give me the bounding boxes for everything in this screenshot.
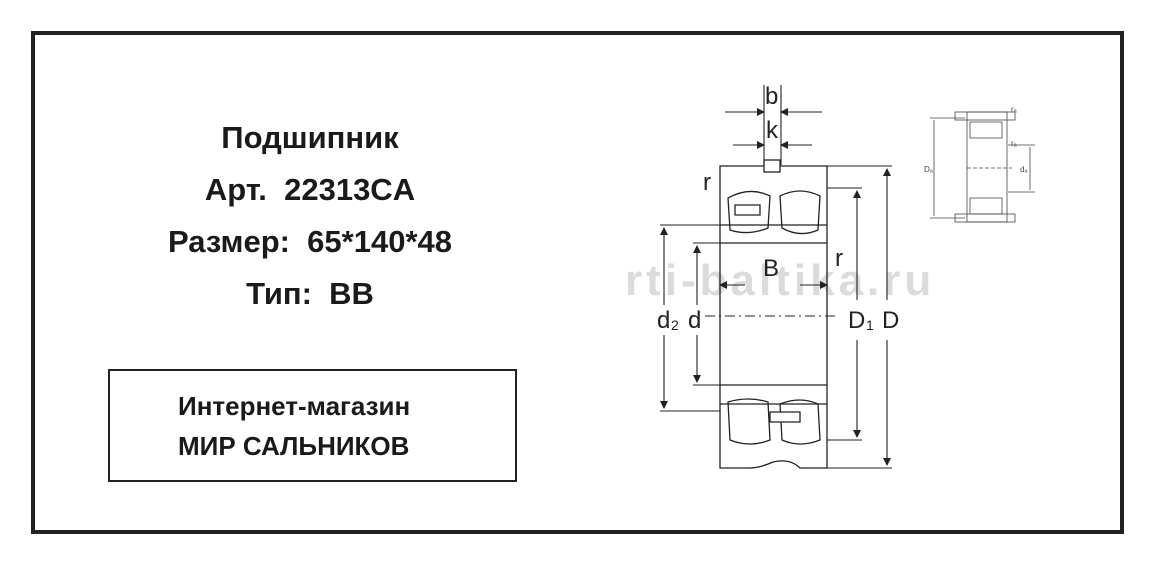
watermark: rti-baltika.ru <box>625 256 936 305</box>
bearing-cross-section <box>719 159 828 469</box>
shop-line-1: Интернет-магазин <box>178 391 411 421</box>
mini-label-Da: Dₐ <box>924 165 934 174</box>
label-d2-sub: 2 <box>671 317 679 333</box>
label-d: d <box>688 307 701 334</box>
label-D1-sub: 1 <box>866 317 874 333</box>
mini-label-da: dₐ <box>1020 165 1028 174</box>
mini-label-ra-2: rₐ <box>1011 139 1018 148</box>
dimension-labels: b k r r B d 2 d D 1 D <box>657 83 899 334</box>
mini-labels: rₐ rₐ Dₐ dₐ <box>924 105 1028 174</box>
label-k: k <box>766 117 779 144</box>
label-r-right: r <box>835 245 843 272</box>
label-B: B <box>763 255 779 282</box>
label-r-top: r <box>703 169 711 196</box>
product-article: Арт. 22313CA <box>204 172 416 207</box>
outer-frame <box>31 31 1124 534</box>
label-b: b <box>765 83 778 110</box>
product-size: Размер: 65*140*48 <box>168 224 452 259</box>
mini-mounting-drawing <box>930 111 1035 223</box>
product-title: Подшипник <box>221 120 399 155</box>
product-info: Подшипник Арт. 22313CA Размер: 65*140*48… <box>120 112 500 320</box>
shop-line-2: МИР САЛЬНИКОВ <box>178 431 410 461</box>
dimension-lines <box>660 85 892 469</box>
mini-label-ra-1: rₐ <box>1011 105 1018 114</box>
label-D1: D <box>848 307 865 334</box>
shop-box: Интернет-магазин МИР САЛЬНИКОВ <box>108 369 517 482</box>
product-type: Тип: BB <box>246 276 374 311</box>
label-d2: d <box>657 307 670 334</box>
label-D: D <box>882 307 899 334</box>
